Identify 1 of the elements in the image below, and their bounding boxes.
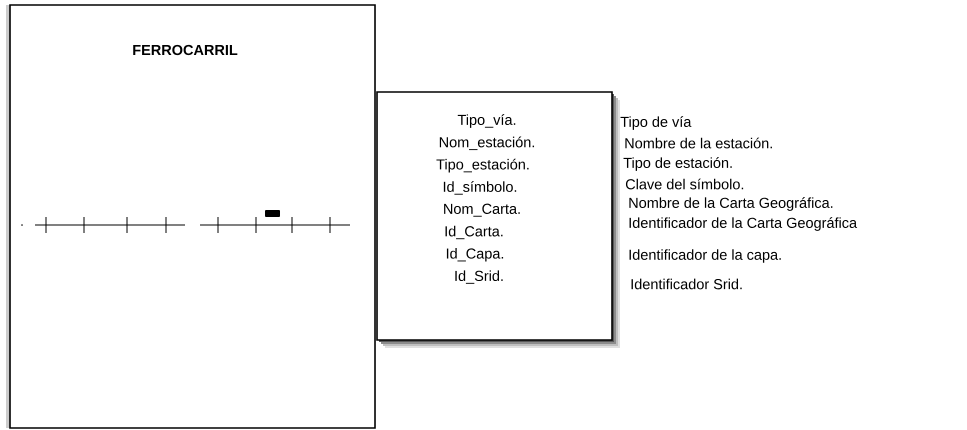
attribute-box: Tipo_vía. Nom_estación. Tipo_estación. Id_símbolo. Nom_Carta. Id_Carta. Id_Capa. Id_Srid. — [376, 91, 620, 348]
